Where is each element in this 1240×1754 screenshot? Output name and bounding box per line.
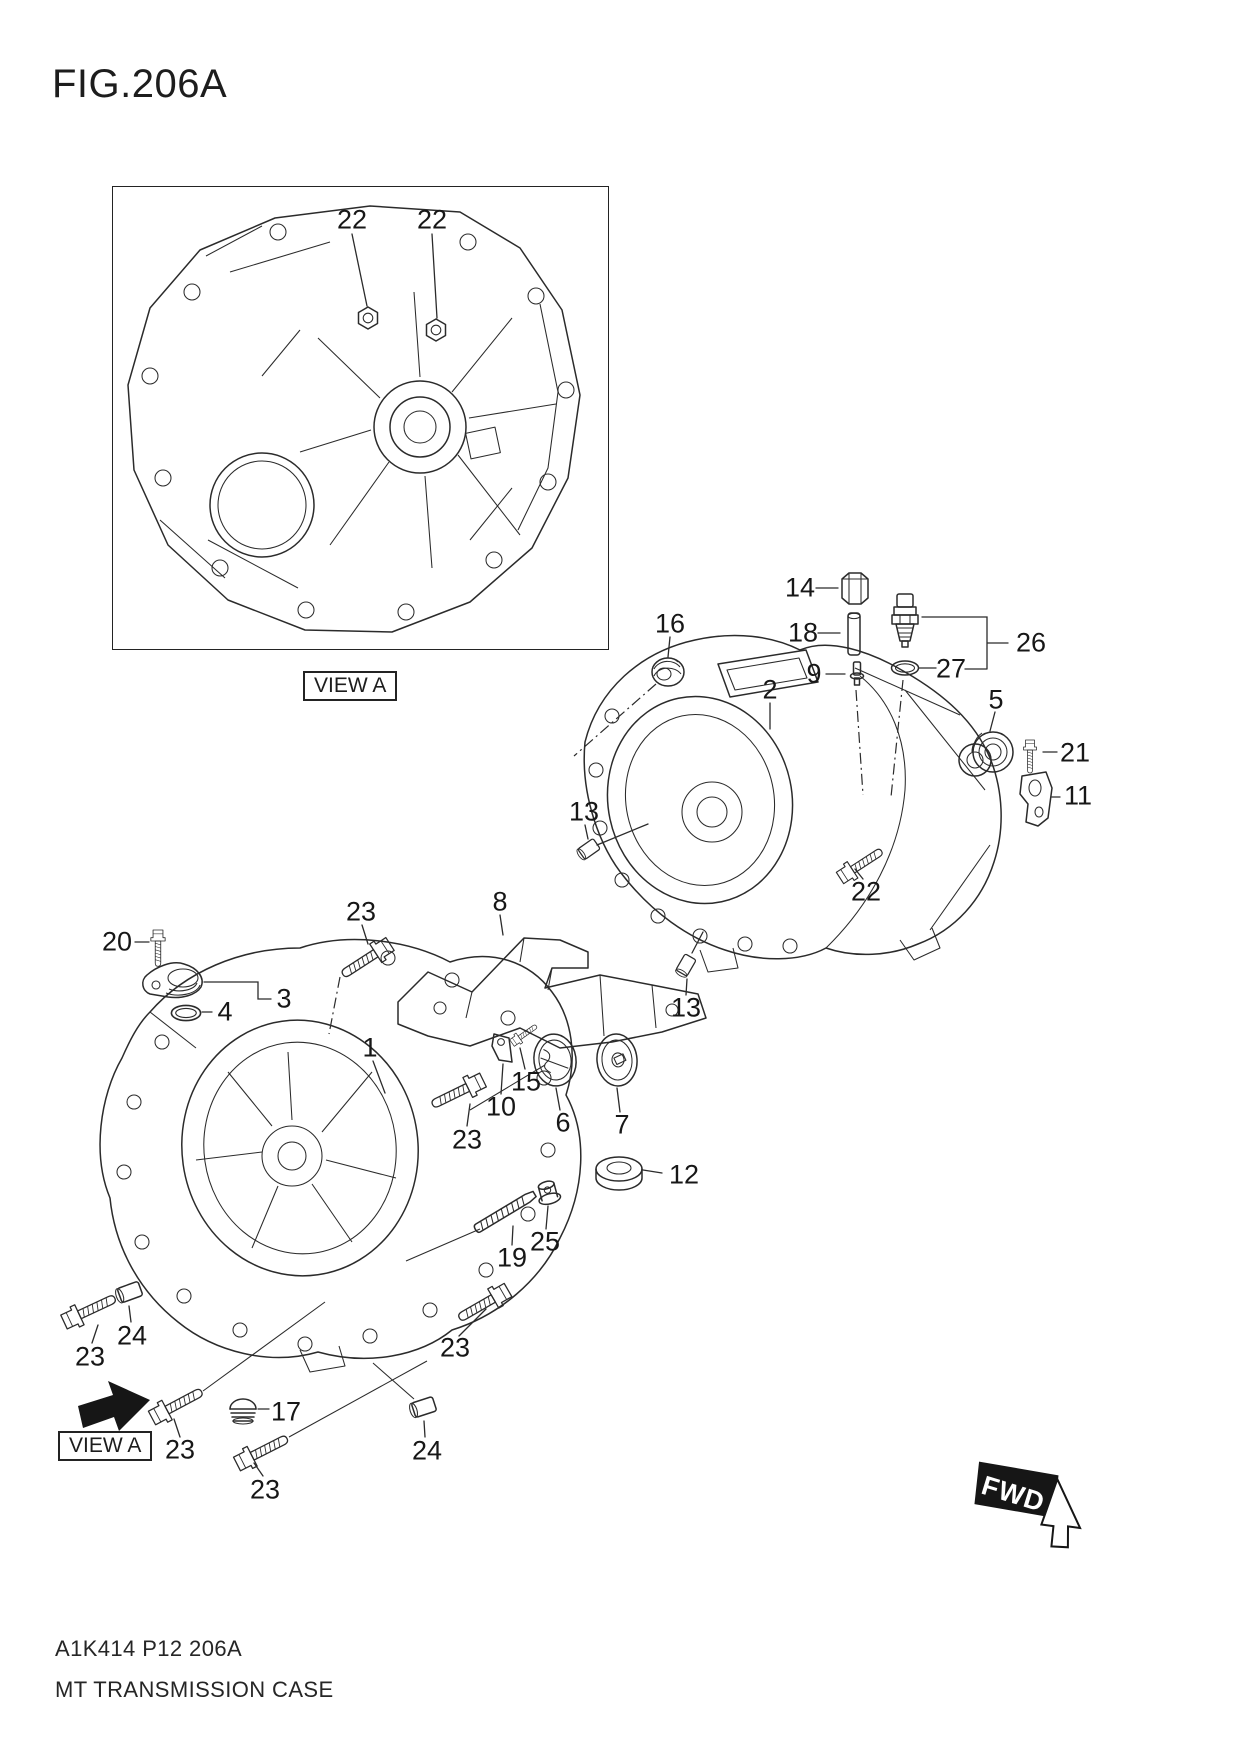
part-callout-14: 14 [784,572,816,603]
part-5-seal [971,731,1014,773]
part-callout-3: 3 [276,983,292,1014]
view-a-inset-box [112,186,609,650]
part-13-dowel-lower [673,953,697,980]
part-3-cap [142,962,203,999]
part-callout-26: 26 [1015,627,1047,658]
part-11-bracket [1019,771,1053,827]
part-17-plug [229,1398,257,1425]
part-20-bolt [150,929,166,967]
part-callout-5: 5 [988,684,1004,715]
figure-title: FIG.206A [52,62,228,106]
part-callout-24: 24 [116,1320,148,1351]
part-callout-11: 11 [1063,780,1093,811]
part-callout-12: 12 [668,1159,700,1190]
view-a-pointer-label: VIEW A [58,1431,153,1461]
part-callout-17: 17 [270,1396,302,1427]
part-callout-23: 23 [164,1434,196,1465]
part-21-bolt [1023,739,1037,774]
small-parts [58,572,1053,1475]
part-callout-23: 23 [451,1124,483,1155]
part-callout-13: 13 [670,992,702,1023]
part-callout-22: 22 [336,204,368,235]
part-callout-13: 13 [568,796,600,827]
part-9-stud [849,661,865,686]
part-16-plug [651,657,685,687]
part-callout-20: 20 [101,926,133,957]
footer-figure-title: MT TRANSMISSION CASE [55,1677,334,1702]
part-18-pin [847,612,861,656]
part-6-cap [533,1033,577,1087]
assembly-axis-lines [328,679,904,1035]
part-callout-24: 24 [411,1435,443,1466]
part-4-oring [170,1004,202,1022]
upper-case-part-2-drawing [583,634,1002,973]
part-callout-25: 25 [529,1226,561,1257]
part-23-bolt-b [427,1069,489,1116]
part-14-cap [841,572,869,605]
part-12-ring [595,1156,643,1191]
part-23-bolt-d [58,1287,121,1333]
part-10-clip [491,1033,513,1063]
part-callout-7: 7 [614,1109,630,1140]
inset-bolt-22-left [357,306,379,330]
part-callout-27: 27 [935,653,967,684]
part-callout-1: 1 [362,1032,378,1063]
part-7-cap [596,1033,638,1087]
bracket-part-8-drawing [397,937,707,1049]
part-callout-15: 15 [510,1066,542,1097]
inset-bolt-22-right [425,318,447,342]
part-callout-23: 23 [345,896,377,927]
part-callout-21: 21 [1059,737,1091,768]
part-callout-22: 22 [850,876,882,907]
part-23-bolt-e [146,1381,208,1429]
part-13-dowel-upper [574,837,601,862]
part-callout-19: 19 [496,1242,528,1273]
part-27-oring [890,660,920,676]
part-callout-23: 23 [439,1332,471,1363]
part-24-pin-b [407,1395,438,1420]
part-callout-9: 9 [806,658,822,689]
fwd-arrow-sign: FWD [974,1461,1082,1549]
part-callout-22: 22 [416,204,448,235]
part-23-bolt-f [231,1428,293,1475]
part-callout-6: 6 [555,1107,571,1138]
part-24-pin-a [113,1280,144,1305]
inset-case-drawing [127,205,581,633]
footer-part-code: A1K414 P12 206A [55,1636,243,1661]
part-26-sensor [891,593,919,648]
view-a-caption: VIEW A [303,671,398,701]
part-callout-18: 18 [787,617,819,648]
part-callout-10: 10 [485,1091,517,1122]
part-25-nut [537,1180,562,1206]
part-callout-8: 8 [492,886,508,917]
part-15-bolt [508,1020,541,1049]
view-a-arrow [78,1381,150,1431]
part-callout-2: 2 [762,674,778,705]
lower-case-part-1-drawing [99,938,582,1373]
leader-lines [91,587,1061,1477]
part-callout-16: 16 [654,608,686,639]
part-callout-4: 4 [217,996,233,1027]
part-callout-23: 23 [74,1341,106,1372]
part-19-stud [472,1188,538,1235]
part-callout-23: 23 [249,1474,281,1505]
